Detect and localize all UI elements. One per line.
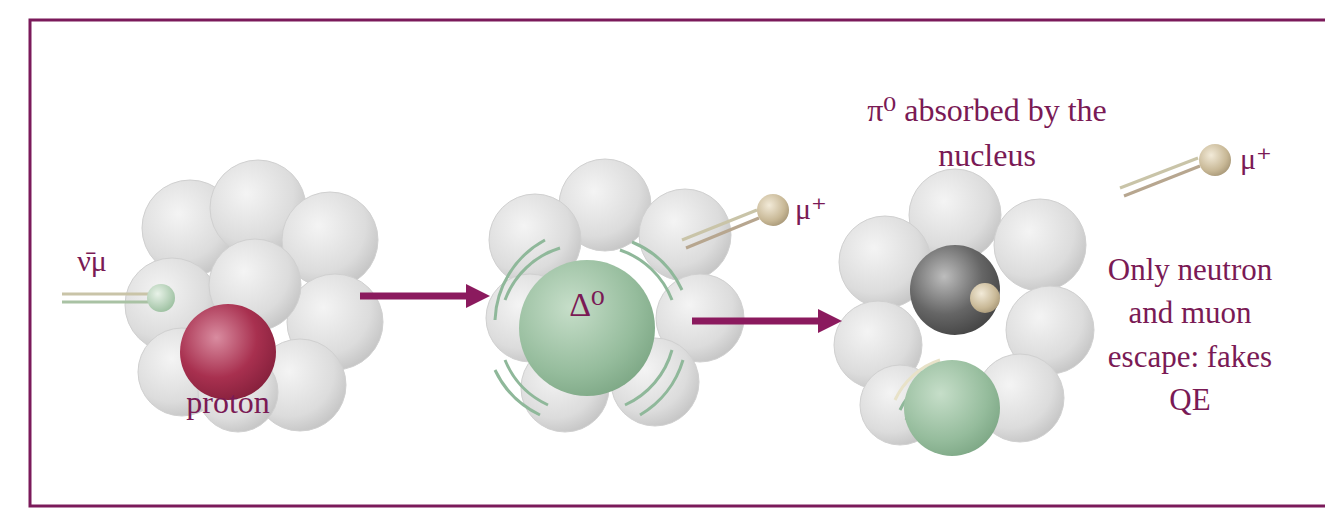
neutrino-track bbox=[62, 294, 148, 302]
neutron bbox=[904, 360, 1000, 456]
particle-label: proton bbox=[186, 380, 270, 425]
nucleus-panel: π⁰ absorbed by the nucleus bbox=[842, 82, 1092, 457]
particle-label: ν̄μ bbox=[77, 240, 107, 282]
nucleus bbox=[125, 160, 383, 432]
panel-heading: π⁰ absorbed by the nucleus bbox=[867, 88, 1107, 178]
excitation-arcs bbox=[495, 240, 683, 415]
muon bbox=[757, 194, 789, 226]
muon-track bbox=[1120, 158, 1200, 196]
nucleus-panel: Δ⁰ bbox=[490, 165, 692, 427]
muon-track bbox=[682, 210, 759, 248]
process-arrow bbox=[360, 284, 490, 308]
pion bbox=[970, 283, 1000, 313]
note-text: Only neutron and muon escape: fakes QE bbox=[1088, 248, 1293, 422]
absorbing-nucleon bbox=[910, 245, 1000, 335]
nucleus-panel: proton bbox=[130, 178, 360, 440]
muon bbox=[1199, 144, 1231, 176]
particle-label: μ⁺ bbox=[1240, 138, 1272, 180]
particle-label: μ⁺ bbox=[795, 188, 827, 230]
particle-label: Δ⁰ bbox=[569, 281, 605, 329]
delta-sphere bbox=[519, 260, 655, 396]
process-arrow bbox=[692, 309, 842, 333]
frame bbox=[30, 20, 1325, 506]
nucleus bbox=[486, 159, 744, 432]
neutrino bbox=[147, 284, 175, 312]
